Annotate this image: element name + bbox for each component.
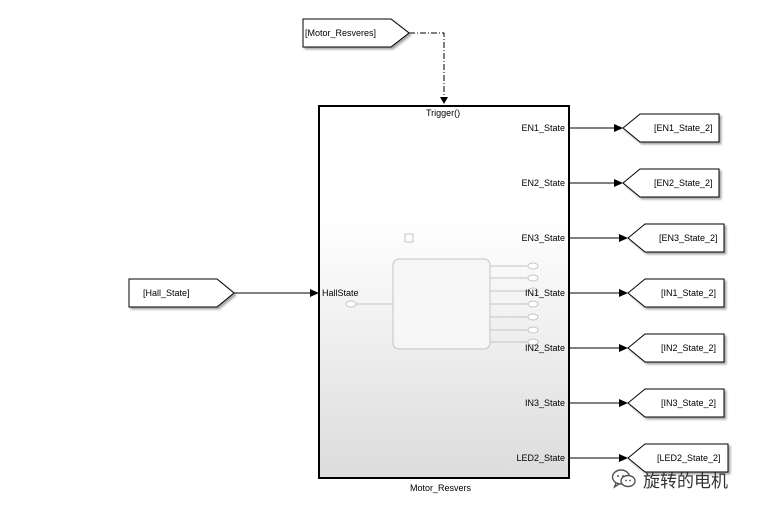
trigger-signal-line[interactable] [409,32,445,98]
hallstate-arrowhead [310,289,319,297]
output-port-label-en3: EN3_State [521,233,565,243]
output-arrowhead [619,234,628,242]
goto-label-en2: [EN2_State_2] [654,178,713,188]
goto-label-led2: [LED2_State_2] [657,453,721,463]
output-arrowhead [614,179,623,187]
goto-block-led2[interactable] [627,443,729,473]
goto-label-in2: [IN2_State_2] [661,343,717,353]
input-port-label: HallState [322,288,359,298]
subsystem-name[interactable]: Motor_Resvers [410,483,472,493]
output-3 [569,223,725,253]
goto-block-in2[interactable] [627,333,725,363]
goto-block-in3[interactable] [627,388,725,418]
trigger-port-label: Trigger() [426,108,461,118]
from-block-motor-resveres[interactable] [302,18,410,48]
goto-block-in1[interactable] [627,278,725,308]
wechat-icon [611,469,636,489]
output-1 [569,113,720,143]
from-label-hall-state: [Hall_State] [143,288,190,298]
output-arrowhead [619,289,628,297]
output-port-label-in3: IN3_State [524,398,565,408]
from-label-motor-resveres: [Motor_Resveres] [305,28,377,38]
output-7 [569,443,729,473]
goto-label-en3: [EN3_State_2] [659,233,718,243]
output-port-label-in2: IN2_State [524,343,565,353]
output-5 [569,333,725,363]
goto-label-en1: [EN1_State_2] [654,123,713,133]
goto-label-in1: [IN1_State_2] [661,288,717,298]
watermark: 旋转的电机 [611,466,728,492]
goto-block-en1[interactable] [622,113,720,143]
output-2 [569,168,720,198]
watermark-text: 旋转的电机 [643,471,728,492]
goto-label-in3: [IN3_State_2] [661,398,717,408]
trigger-arrowhead [440,97,448,104]
output-port-label-in1: IN1_State [524,288,565,298]
goto-block-en3[interactable] [627,223,725,253]
output-arrowhead [619,454,628,462]
output-6 [569,388,725,418]
output-port-label-led2: LED2_State [516,453,565,463]
goto-block-en2[interactable] [622,168,720,198]
output-arrowhead [619,344,628,352]
output-port-label-en1: EN1_State [521,123,565,133]
output-arrowhead [619,399,628,407]
from-block-hall-state[interactable] [128,278,235,308]
output-4 [569,278,725,308]
chart-icon [345,233,539,350]
output-port-label-en2: EN2_State [521,178,565,188]
output-arrowhead [614,124,623,132]
